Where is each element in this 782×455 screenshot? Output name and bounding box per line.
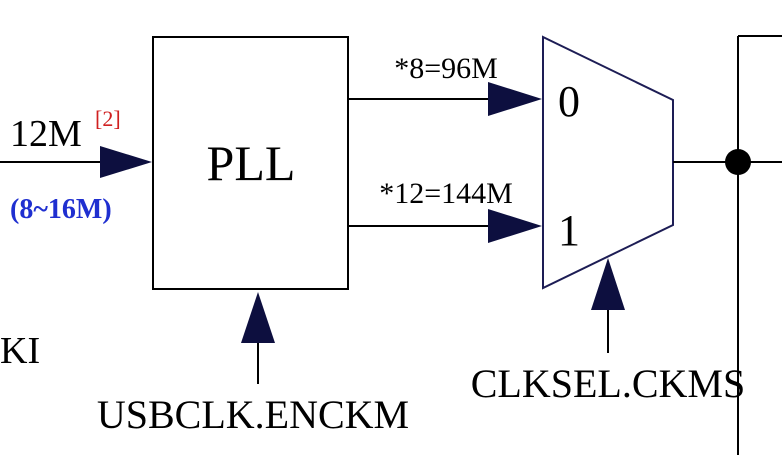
clock-mux [542, 35, 674, 290]
mux-input-0-label: 0 [558, 77, 580, 126]
input-footnote: [2] [95, 106, 121, 131]
pll-enable-arrowhead [241, 292, 275, 343]
output-96m-label: *8=96M [394, 52, 498, 85]
pll-block [152, 36, 349, 290]
input-frequency-label: 12M [10, 113, 82, 155]
pll-label: PLL [207, 135, 296, 191]
mux-select-arrowhead [591, 258, 625, 310]
input-range-label: (8~16M) [10, 194, 112, 225]
output-144m-arrowhead [488, 209, 542, 243]
input-arrowhead [100, 146, 152, 178]
mux-select-label: CLKSEL.CKMS [471, 361, 746, 406]
pll-enable-label: USBCLK.ENCKM [97, 392, 409, 437]
output-144m-label: *12=144M [379, 177, 513, 210]
side-label-ki: KI [0, 330, 40, 372]
mux-input-1-label: 1 [558, 206, 580, 255]
output-96m-arrowhead [488, 82, 542, 116]
